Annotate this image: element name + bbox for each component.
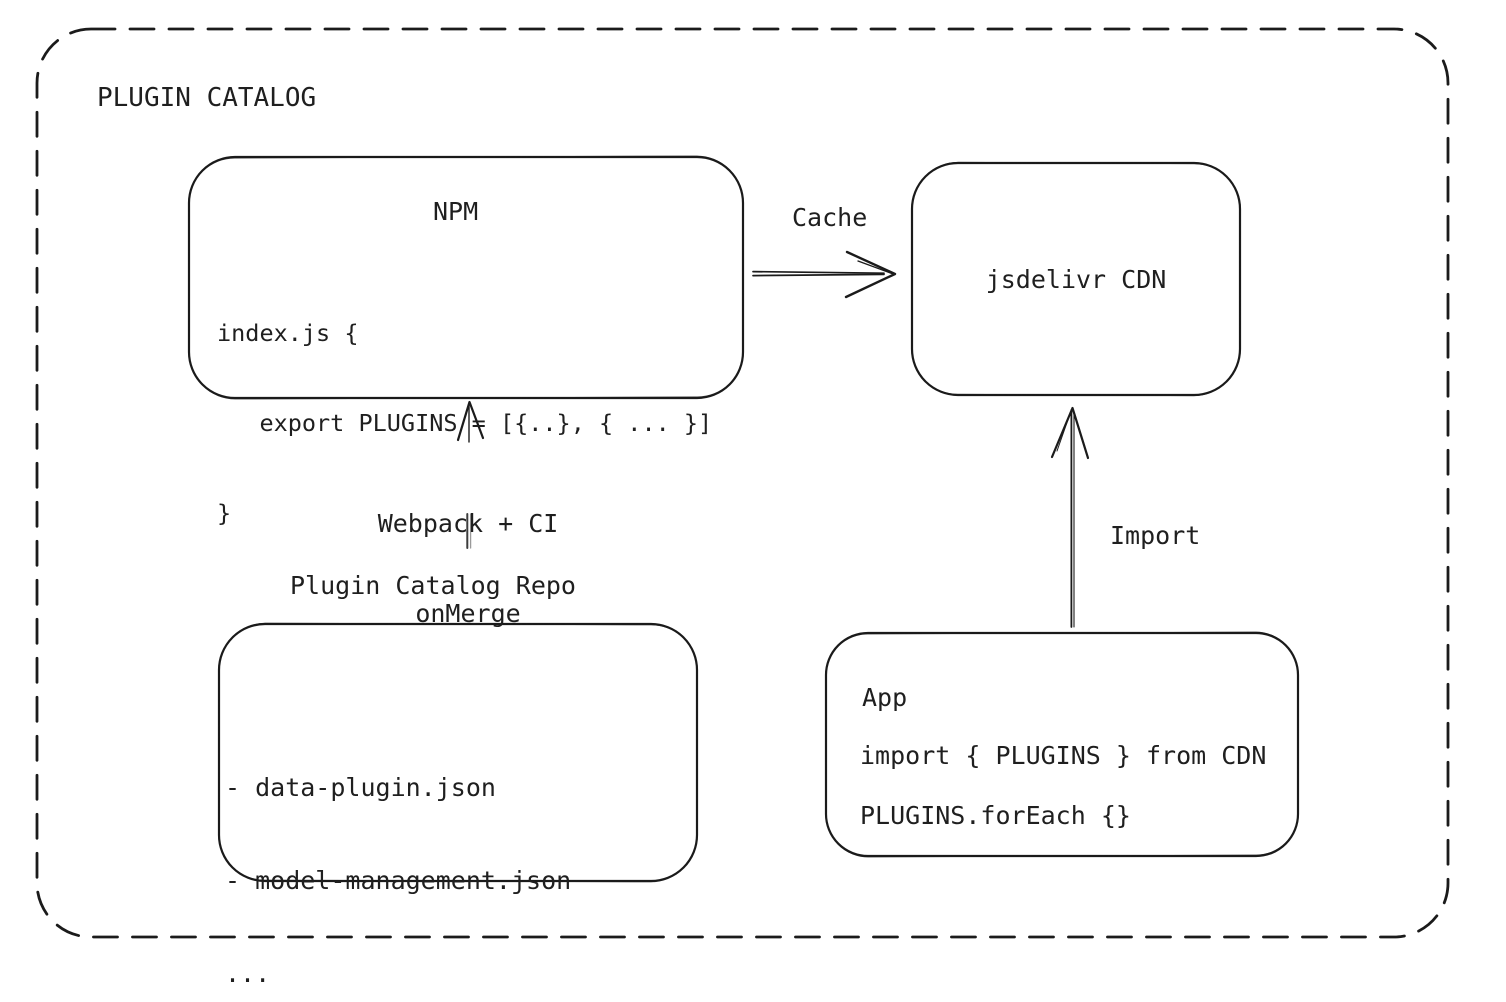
repo-file-item: - data-plugin.json (225, 773, 496, 802)
app-code-line: PLUGINS.forEach {} (860, 801, 1131, 830)
diagram-title: PLUGIN CATALOG (97, 83, 317, 113)
import-arrow (1050, 406, 1090, 628)
build-arrow-label: Webpack + CI onMerge (348, 449, 588, 689)
repo-file-list: - data-plugin.json - model-management.js… (225, 710, 571, 1002)
repo-label: Plugin Catalog Repo (290, 571, 576, 600)
cdn-label: jsdelivr CDN (985, 264, 1167, 294)
repo-file-item: ... (225, 959, 271, 988)
npm-code-line: index.js { (217, 319, 359, 347)
repo-file-item: - model-management.json (225, 866, 572, 895)
npm-code-block: index.js { export PLUGINS = [{..}, { ...… (217, 258, 712, 588)
app-code-line: import { PLUGINS } from CDN (860, 741, 1267, 770)
npm-code-line: } (217, 499, 232, 527)
build-arrow-label-line: Webpack + CI (377, 509, 559, 538)
npm-title: NPM (433, 197, 479, 226)
app-title: App (862, 683, 908, 712)
cache-arrow (752, 250, 897, 299)
build-arrow (456, 400, 485, 549)
npm-code-line: export PLUGINS = [{..}, { ... }] (217, 409, 713, 437)
diagram-frame (35, 27, 1450, 939)
cache-arrow-label: Cache (792, 203, 868, 232)
import-arrow-label: Import (1110, 521, 1201, 550)
cdn-label-wrap: jsdelivr CDN (912, 163, 1240, 395)
build-arrow-label-line: onMerge (415, 599, 521, 628)
